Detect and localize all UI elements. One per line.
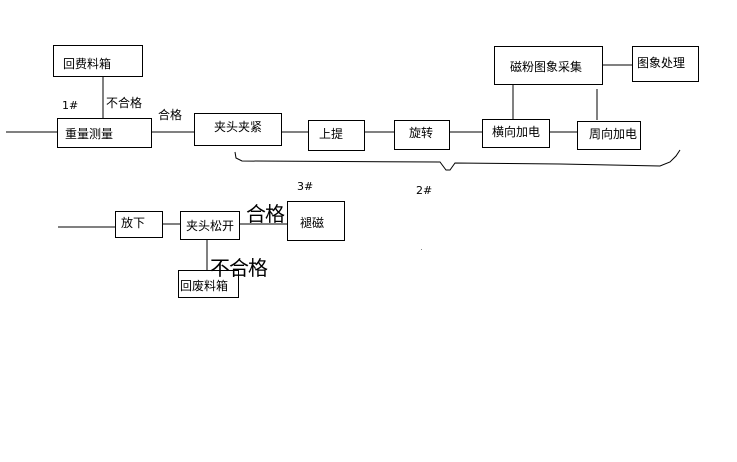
box-label: 回费料箱 — [63, 57, 112, 71]
box-label: 回废料箱 — [180, 279, 229, 293]
box-label: 磁粉图象采集 — [510, 60, 583, 74]
rotate-box: 旋转 — [394, 120, 450, 150]
box-label: 周向加电 — [589, 127, 638, 141]
scrap-bin-box-2: 回废料箱 — [178, 270, 239, 298]
lift-box: 上提 — [308, 120, 365, 151]
station-1-label: 1# — [62, 99, 79, 112]
station-2-brace — [234, 149, 681, 171]
station-2-label: 2# — [416, 184, 433, 197]
box-label: 横向加电 — [492, 125, 541, 139]
box-label: 褪磁 — [300, 216, 325, 230]
box-label: 夹头夹紧 — [214, 120, 263, 134]
box-label: 重量测量 — [65, 127, 114, 141]
image-processing-box: 图象处理 — [632, 46, 699, 82]
pass-handwritten-label: 合格 — [246, 202, 285, 226]
demagnetize-box: 褪磁 — [287, 201, 345, 241]
weigh-box: 重量测量 — [57, 118, 152, 148]
fail-label-1: 不合格 — [106, 96, 143, 110]
clamp-box: 夹头夹紧 — [194, 113, 282, 146]
stray-dot — [421, 249, 422, 250]
box-label: 图象处理 — [637, 56, 686, 70]
clamp-release-box: 夹头松开 — [180, 211, 240, 240]
mag-image-capture-box: 磁粉图象采集 — [494, 46, 603, 85]
box-label: 上提 — [319, 127, 344, 141]
put-down-box: 放下 — [115, 211, 163, 238]
station-3-label: 3# — [297, 180, 314, 193]
transverse-power-box: 横向加电 — [482, 119, 550, 148]
pass-label-1: 合格 — [158, 108, 183, 122]
box-label: 旋转 — [409, 126, 434, 140]
box-label: 放下 — [121, 216, 146, 230]
scrap-bin-box-1: 回费料箱 — [53, 45, 143, 77]
box-label: 夹头松开 — [186, 219, 235, 233]
fail-handwritten-label: 不合格 — [210, 256, 268, 280]
circumferential-power-box: 周向加电 — [577, 121, 641, 150]
